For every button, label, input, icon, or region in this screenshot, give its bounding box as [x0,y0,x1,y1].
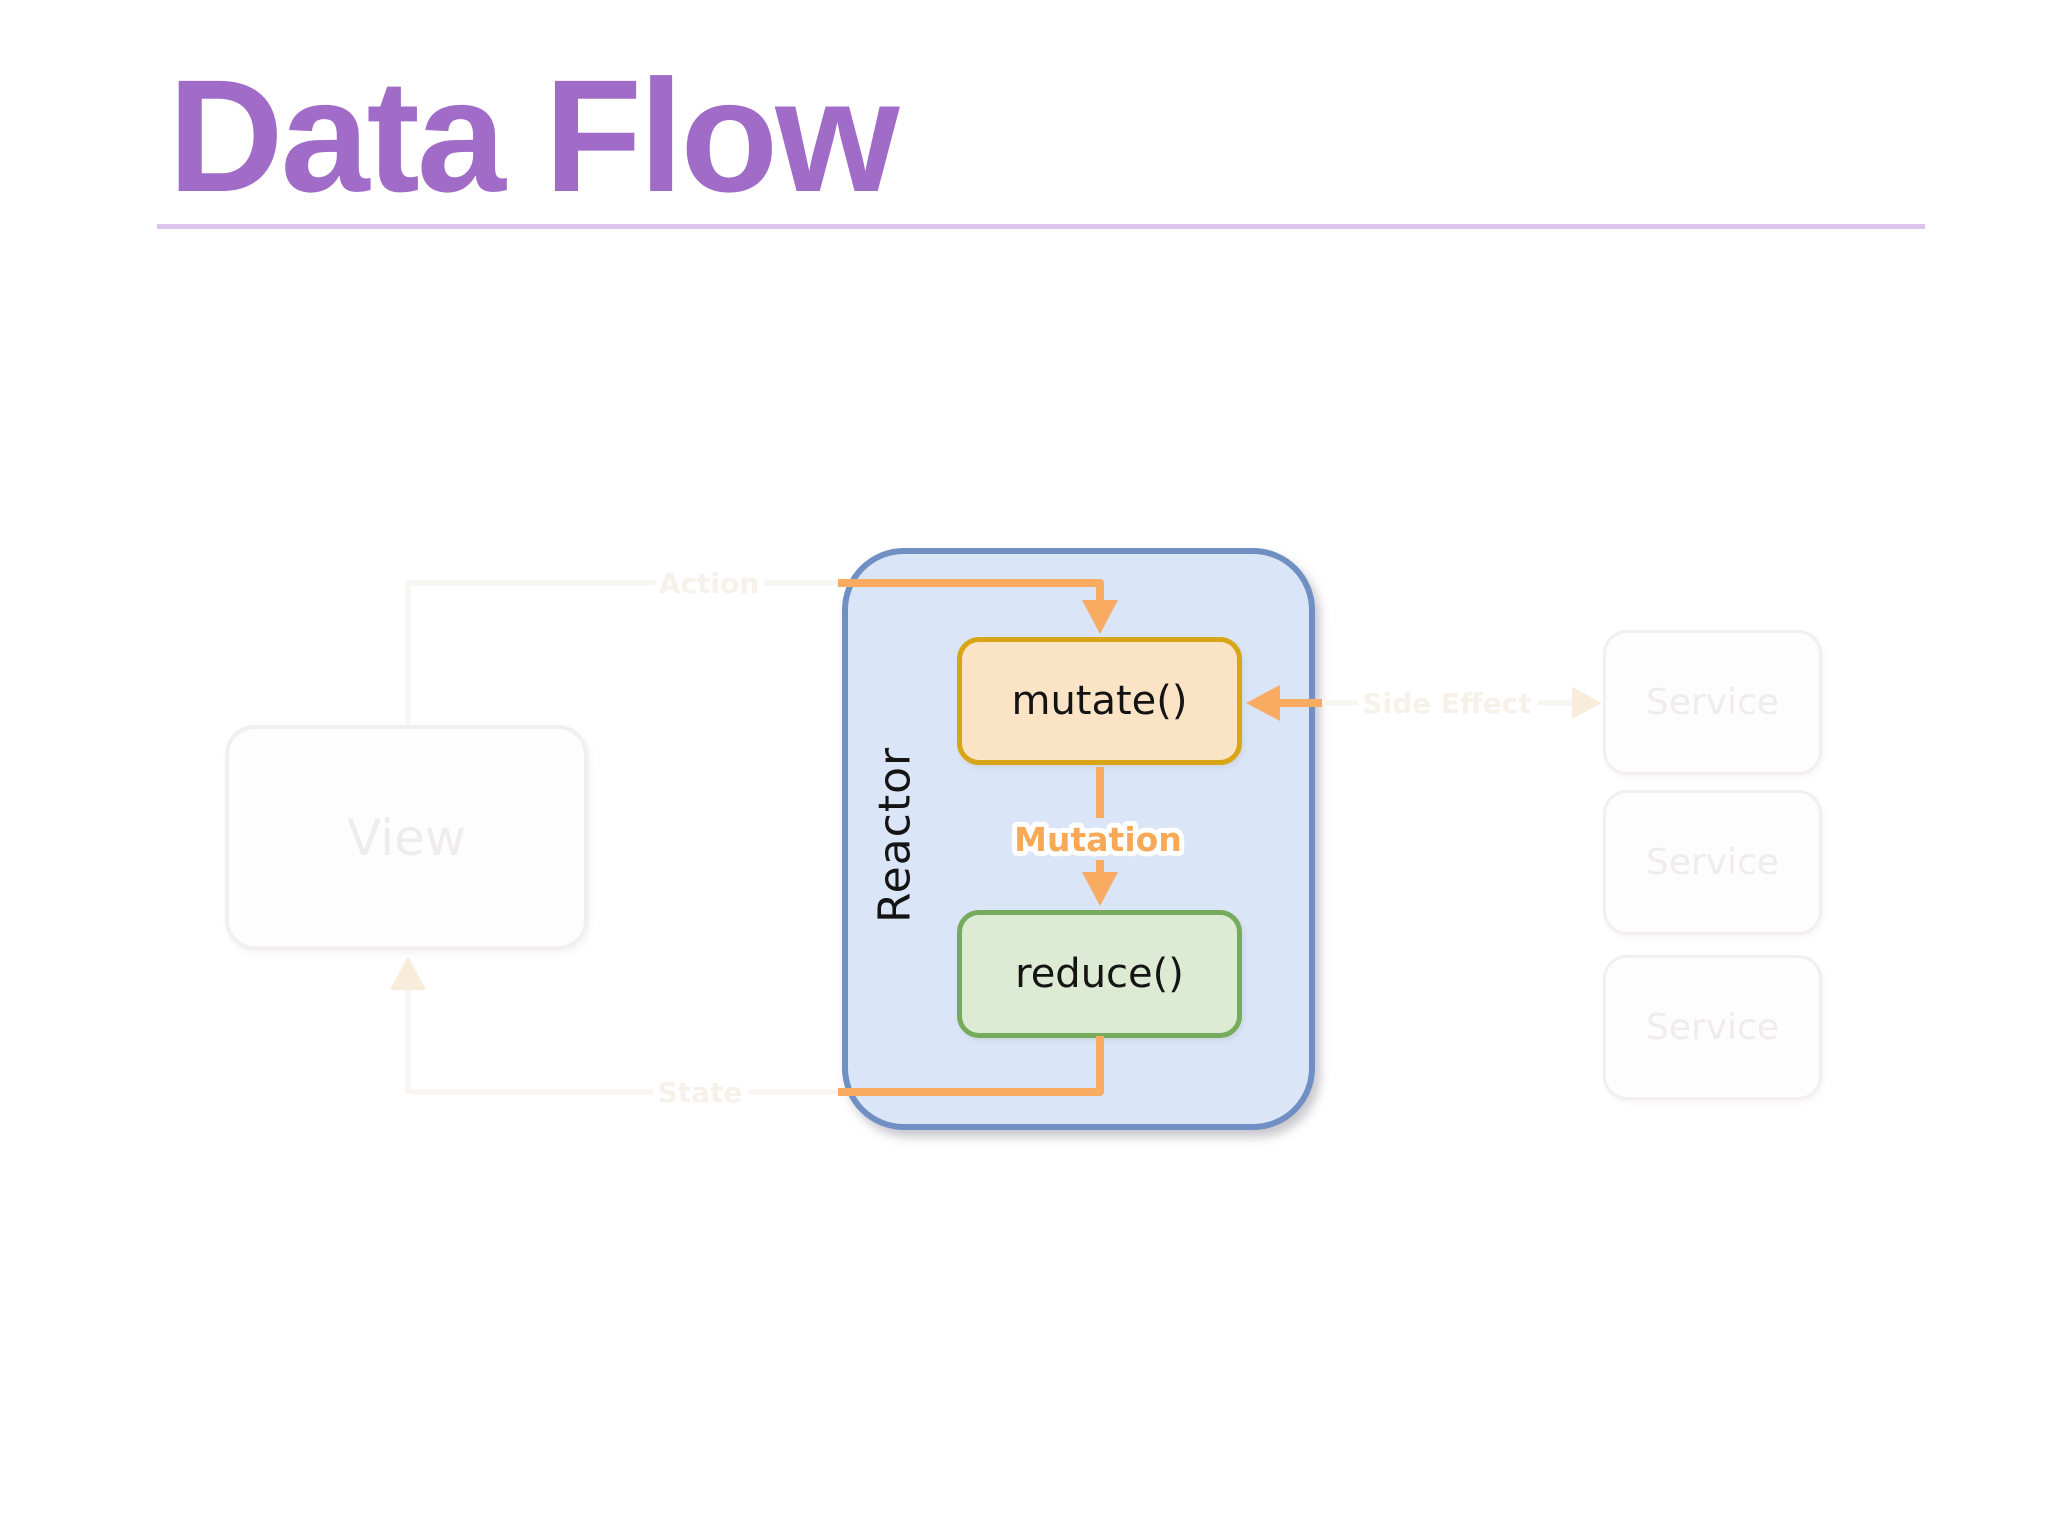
action-label: Action [659,567,759,600]
mutate-label: mutate() [1011,678,1188,724]
state-arrowhead-faded [390,956,426,990]
reduce-box: reduce() [957,910,1242,1038]
service-label-2: Service [1645,842,1780,883]
title-underline [157,224,1925,229]
service-box-2: Service [1603,790,1822,935]
side-effect-label: Side Effect [1362,687,1531,720]
view-box: View [225,725,588,950]
mutate-box: mutate() [957,637,1242,765]
view-label: View [347,808,466,867]
service-box-1: Service [1603,630,1822,775]
page-title: Data Flow [168,46,900,225]
service-label-1: Service [1645,682,1780,723]
service-box-3: Service [1603,955,1822,1100]
state-line-faded [405,990,845,1095]
state-label: State [658,1076,743,1109]
reduce-label: reduce() [1015,951,1184,997]
reactor-label: Reactor [869,746,921,924]
service-label-3: Service [1645,1007,1780,1048]
action-line-faded [405,580,842,725]
side-effect-arrowhead-faded [1572,687,1602,719]
